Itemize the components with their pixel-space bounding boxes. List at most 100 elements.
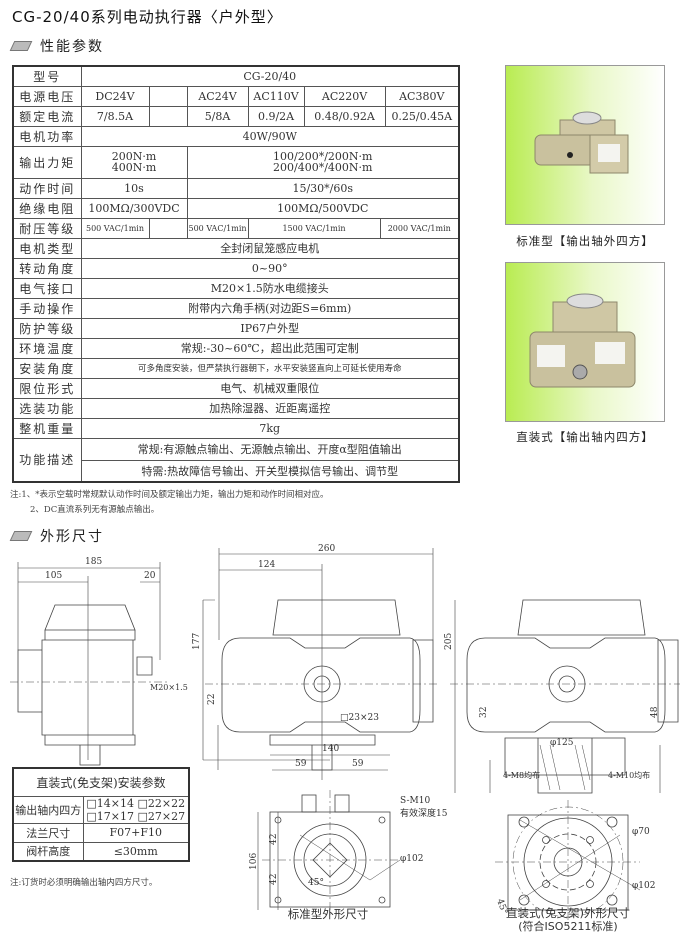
actuator-image [529, 293, 636, 388]
cell-line: 200/400*/400N·m [273, 161, 373, 174]
table-row: 手动操作附带内六角手柄(对边距S=6mm) [12, 297, 460, 319]
dim-42-top: 42 [269, 834, 279, 845]
dim-thread: S-M10 [400, 796, 430, 806]
cell: 特需:热故障信号输出、开关型模拟信号输出、调节型 [80, 459, 460, 483]
photo-caption-standard: 标准型【输出轴外四方】 [516, 234, 654, 248]
dim-20: 20 [144, 571, 156, 581]
dim-32: 32 [479, 707, 489, 718]
cell: F07+F10 [82, 822, 190, 843]
cell: 15/30*/60s [186, 177, 460, 199]
cell: 常规:有源触点输出、无源触点输出、开度α型阻值输出 [80, 437, 460, 461]
cell: ≤30mm [82, 841, 190, 862]
table-row: 阀杆高度≤30mm [12, 841, 190, 862]
dim-22: 22 [207, 694, 217, 705]
dim-angle: 45° [308, 878, 324, 888]
dim-70: φ70 [632, 827, 650, 837]
row-label: 输出轴内四方 [12, 795, 84, 824]
note-2: 2、DC直流系列无有源触点输出。 [30, 505, 160, 515]
section-title: 性能参数 [40, 39, 104, 55]
row-label: 整机重量 [12, 417, 82, 439]
dim-m8: 4-M8均布 [503, 770, 540, 780]
dim-102: φ102 [400, 854, 423, 864]
bottom-view-drawing [257, 754, 401, 915]
row-label: 电机类型 [12, 237, 82, 259]
cell-line: □14×14 □22×22 [86, 796, 186, 810]
caption-iso-dims: 直装式(免支架)外形尺寸 [506, 906, 630, 920]
row-label: 功能描述 [12, 437, 82, 483]
table-row: 特需:热故障信号输出、开关型模拟信号输出、调节型 [13, 459, 460, 483]
front-view-drawing [202, 548, 440, 780]
table-row: 输出轴内四方□14×14 □22×22□17×17 □27×27 [12, 795, 190, 824]
cell-line: 200N·m [111, 150, 157, 163]
section-header-specs: 性能参数 [9, 36, 104, 56]
dim-125: φ125 [550, 738, 574, 748]
table-row: 功能描述常规:有源触点输出、无源触点输出、开度α型阻值输出 [12, 437, 460, 483]
mount-params-table: 直装式(免支架)安装参数 输出轴内四方□14×14 □22×22□17×17 □… [12, 767, 190, 862]
product-photo-direct [505, 262, 665, 422]
page-title: CG-20/40系列电动执行器〈户外型〉 [12, 8, 283, 26]
dim-square: □23×23 [340, 713, 379, 723]
row-label: 输出力矩 [12, 145, 82, 179]
dim-106: 106 [249, 853, 259, 870]
dim-140: 140 [322, 744, 339, 754]
table-row: 电机类型全封闭鼠笼感应电机 [12, 237, 460, 259]
cell: DC24V [80, 85, 150, 107]
mount-note: 注:订货时必须明确输出轴内四方尺寸。 [10, 878, 158, 888]
side-view-drawing [10, 562, 170, 766]
row-label: 法兰尺寸 [12, 822, 84, 843]
cell: AC24V [186, 85, 249, 107]
cell: 0.48/0.92A [303, 105, 386, 127]
cell: 0.9/2A [247, 105, 305, 127]
dim-205: 205 [444, 633, 454, 650]
row-label: 手动操作 [12, 297, 82, 319]
cell: AC110V [247, 85, 305, 107]
table-row: 直装式(免支架)安装参数 [12, 767, 190, 797]
row-label: 转动角度 [12, 257, 82, 279]
table-title: 直装式(免支架)安装参数 [12, 767, 190, 797]
cell-line: □17×17 □27×27 [86, 809, 186, 823]
dim-59-left: 59 [295, 759, 307, 769]
cell: 100MΩ/300VDC [80, 197, 188, 219]
dim-gland: M20×1.5 [150, 683, 188, 692]
dim-102-iso: φ102 [632, 881, 655, 891]
cell: IP67户外型 [80, 317, 460, 339]
table-row: 安装角度可多角度安装，但严禁执行器朝下，水平安装竖直向上可延长使用寿命 [12, 357, 460, 379]
dim-185: 185 [85, 557, 102, 567]
dim-105: 105 [45, 571, 62, 581]
note-1: 注:1、*表示空载时常规默认动作时间及额定输出力矩，输出力矩和动作时间相对应。 [10, 490, 329, 500]
dim-124: 124 [258, 560, 275, 570]
actuator-image [534, 111, 629, 174]
cell-line: 100/200*/200N·m [273, 150, 373, 163]
cell: □14×14 □22×22□17×17 □27×27 [82, 795, 190, 824]
iso-flange-drawing [495, 800, 641, 925]
dim-42-bottom: 42 [269, 874, 279, 885]
dim-59-right: 59 [352, 759, 364, 769]
row-label: 耐压等级 [12, 217, 82, 239]
row-label: 安装角度 [12, 357, 82, 379]
caption-standard-dims: 标准型外形尺寸 [288, 907, 369, 921]
row-label: 绝缘电阻 [12, 197, 82, 219]
dim-260: 260 [318, 544, 335, 554]
section-title: 外形尺寸 [40, 529, 104, 545]
dim-177: 177 [192, 633, 202, 650]
dim-m10: 4-M10均布 [608, 770, 650, 780]
product-photo-standard [505, 65, 665, 225]
row-label: 防护等级 [12, 317, 82, 339]
cell-line: 400N·m [111, 161, 157, 174]
caption-iso-standard: (符合ISO5211标准) [518, 919, 617, 933]
row-label: 阀杆高度 [12, 841, 84, 862]
dim-48: 48 [650, 706, 660, 718]
photo-caption-direct: 直装式【输出轴内四方】 [516, 430, 654, 444]
direct-view-drawing [450, 599, 680, 794]
